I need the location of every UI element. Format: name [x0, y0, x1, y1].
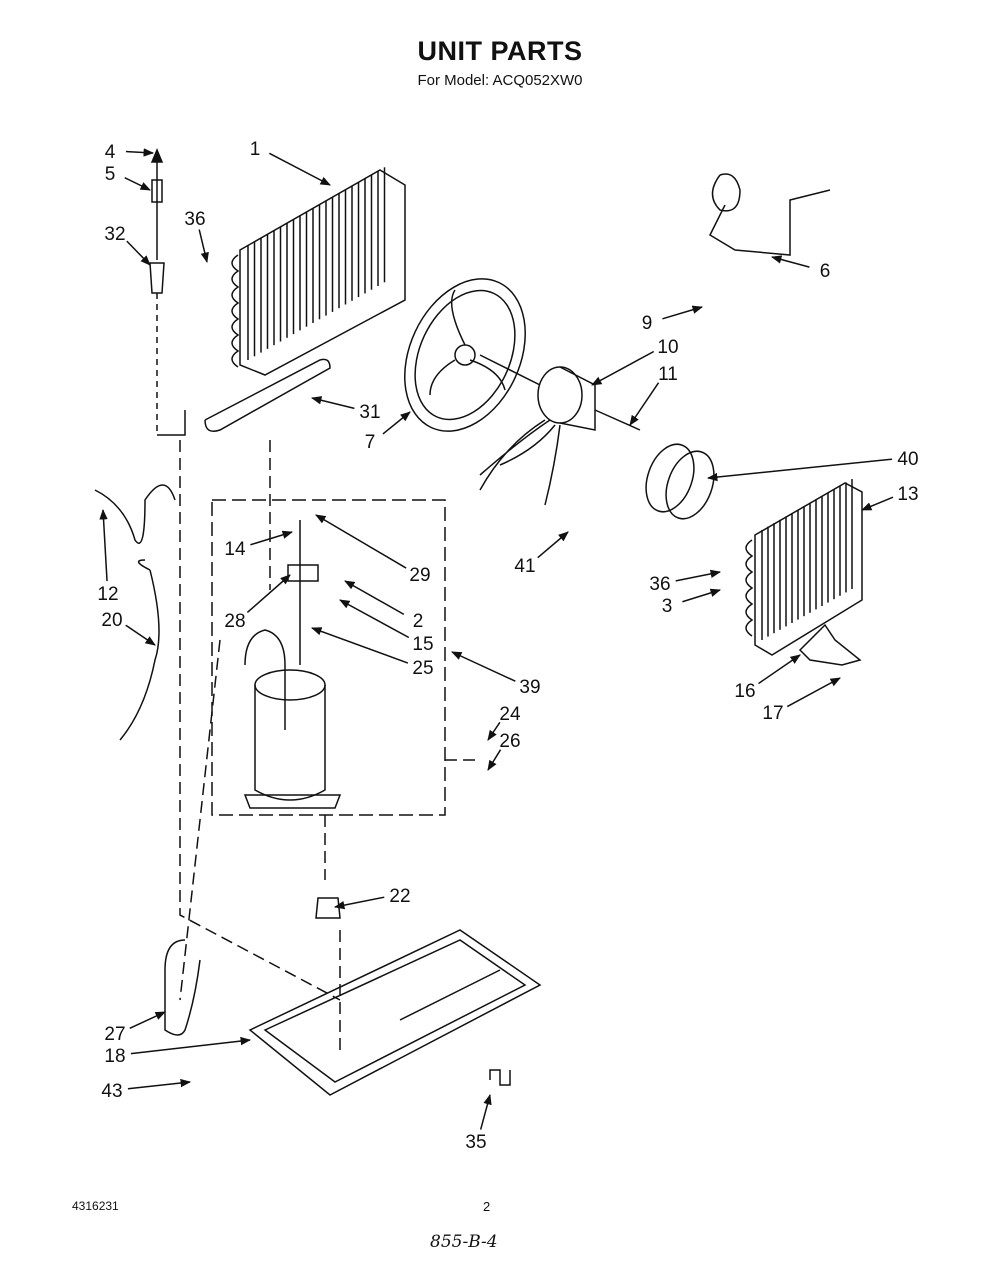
handwritten-note: 855-B-4 [430, 1232, 498, 1252]
cover-panel [798, 623, 862, 666]
assembly-leader-lines [179, 440, 480, 1050]
callout-arrow-25 [311, 627, 409, 664]
drain-tube [164, 939, 201, 1036]
grommet [315, 897, 341, 919]
compressor-assembly-outline [211, 499, 446, 816]
callout-label-2: 2 [413, 611, 424, 632]
callout-arrow-43 [127, 1078, 192, 1090]
callout-arrow-15 [339, 599, 410, 639]
callout-arrow-10 [591, 350, 655, 386]
page-title: UNIT PARTS [417, 36, 583, 66]
callout-arrow-6 [770, 255, 810, 268]
thermostat-capillary [149, 148, 186, 436]
callout-arrow-5 [124, 177, 151, 191]
callout-label-29: 29 [409, 565, 430, 586]
callout-label-39: 39 [519, 677, 540, 698]
callout-label-14: 14 [224, 539, 246, 560]
wire-bracket [709, 173, 831, 256]
callout-arrow-22 [333, 896, 385, 910]
callout-arrow-36 [675, 569, 722, 582]
callout-label-15: 15 [412, 634, 433, 655]
callout-label-26: 26 [499, 731, 520, 752]
callout-arrow-4 [125, 148, 155, 157]
callout-arrow-13 [861, 496, 894, 511]
fan-blade [404, 278, 526, 432]
callout-label-22: 22 [389, 886, 410, 907]
callout-arrow-3 [682, 588, 722, 603]
callout-arrow-9 [662, 305, 704, 320]
callout-arrow-39 [451, 651, 516, 682]
callout-label-12: 12 [97, 584, 118, 605]
callout-label-31: 31 [359, 402, 380, 423]
callout-arrow-20 [125, 624, 156, 646]
callout-arrow-16 [758, 654, 801, 685]
callout-arrow-11 [629, 382, 660, 426]
callout-label-1: 1 [250, 139, 261, 160]
blower-wheel [645, 443, 715, 520]
callout-arrow-26 [487, 749, 502, 771]
callout-label-41: 41 [514, 556, 535, 577]
callout-label-35: 35 [465, 1132, 486, 1153]
callout-arrow-17 [786, 677, 841, 708]
callout-arrow-40 [706, 458, 893, 482]
callout-arrow-24 [487, 721, 501, 741]
compressor [243, 520, 342, 809]
callout-label-27: 27 [104, 1024, 125, 1045]
callout-label-3: 3 [662, 596, 673, 617]
callout-arrow-14 [250, 530, 294, 546]
callout-label-10: 10 [657, 337, 678, 358]
callout-label-24: 24 [499, 704, 521, 725]
document-number: 4316231 [72, 1199, 119, 1213]
evaporator-coil [745, 479, 863, 656]
callout-arrow-36 [198, 229, 209, 264]
clip [489, 1069, 511, 1086]
callout-label-40: 40 [897, 449, 918, 470]
callout-label-7: 7 [365, 432, 376, 453]
callout-arrow-2 [344, 580, 405, 615]
callout-label-32: 32 [104, 224, 125, 245]
callout-arrow-31 [310, 396, 355, 410]
callout-label-5: 5 [105, 164, 116, 185]
callout-arrow-27 [129, 1011, 166, 1030]
callout-label-36: 36 [184, 209, 205, 230]
callout-label-6: 6 [820, 261, 831, 282]
callout-arrow-29 [315, 514, 407, 569]
callout-arrow-18 [130, 1036, 252, 1055]
callout-label-18: 18 [104, 1046, 125, 1067]
callout-label-9: 9 [642, 313, 653, 334]
callout-arrow-35 [479, 1093, 492, 1130]
callout-label-11: 11 [658, 364, 678, 385]
callout-label-20: 20 [101, 610, 122, 631]
callout-label-16: 16 [734, 681, 755, 702]
callout-label-36: 36 [649, 574, 670, 595]
callout-label-28: 28 [224, 611, 245, 632]
heater-tube [204, 358, 331, 432]
callout-arrow-7 [382, 411, 411, 435]
wire-harness [94, 484, 176, 741]
condenser-coil [231, 167, 406, 376]
callout-arrow-32 [126, 240, 151, 266]
fan-motor [479, 354, 641, 506]
callout-arrow-1 [269, 152, 331, 186]
callout-label-13: 13 [897, 484, 918, 505]
callout-label-25: 25 [412, 658, 433, 679]
callout-label-17: 17 [762, 703, 783, 724]
callout-arrow-28 [246, 574, 291, 613]
base-pan [248, 929, 542, 1096]
callout-label-43: 43 [101, 1081, 122, 1102]
callout-arrow-12 [99, 508, 108, 582]
callout-label-4: 4 [105, 142, 116, 163]
page-number: 2 [483, 1199, 491, 1214]
model-subtitle: For Model: ACQ052XW0 [417, 72, 583, 89]
callout-arrow-41 [537, 531, 569, 559]
